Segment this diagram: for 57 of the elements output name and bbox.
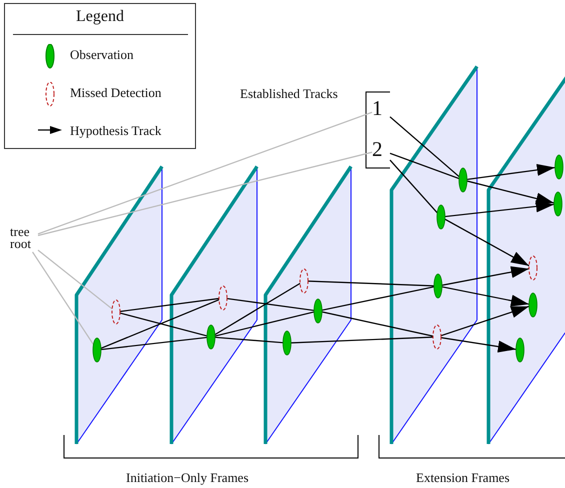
- arrow: [444, 218, 530, 266]
- arrow: [440, 337, 516, 353]
- observation-ellipse: [433, 273, 443, 299]
- observation-ellipse: [206, 324, 216, 350]
- observation-ellipse: [282, 330, 292, 356]
- legend-title: Legend: [75, 8, 125, 26]
- frame-panel: [75, 165, 163, 445]
- leader-line: [32, 252, 94, 345]
- frame-panel: [264, 165, 352, 445]
- frame-panel: [170, 165, 258, 445]
- track-number: 1: [372, 97, 390, 119]
- missed-detection-ellipse: [528, 255, 538, 281]
- observation-ellipse: [515, 337, 525, 363]
- track-line: [120, 298, 220, 312]
- arrow: [466, 164, 556, 180]
- track-line: [390, 152, 460, 180]
- missed-detection-ellipse: [432, 324, 442, 350]
- track-line: [214, 311, 314, 337]
- observation-ellipse: [436, 204, 446, 230]
- track-line: [226, 298, 314, 312]
- missed-detection-ellipse: [299, 268, 309, 294]
- observation-ellipse: [553, 191, 563, 217]
- section-label: Established Tracks: [240, 86, 338, 102]
- arrow: [440, 306, 530, 336]
- leader-line: [38, 152, 372, 236]
- observation-ellipse: [554, 154, 564, 180]
- legend-text: Missed Detection: [70, 85, 162, 101]
- arrow: [442, 266, 530, 286]
- track-number: 2: [372, 138, 390, 160]
- track-line: [390, 160, 438, 214]
- arrow: [444, 200, 554, 218]
- arrow: [442, 286, 530, 307]
- track-line: [290, 336, 434, 344]
- arrow: [466, 180, 554, 204]
- track-line: [100, 299, 220, 349]
- leader-line: [38, 112, 372, 234]
- observation-ellipse: [528, 292, 538, 318]
- track-line: [390, 116, 460, 178]
- track-line: [308, 280, 434, 286]
- observation-ellipse: [458, 167, 468, 193]
- missed-detection-ellipse: [218, 285, 228, 311]
- observation-ellipse: [92, 337, 102, 363]
- track-line: [214, 282, 300, 336]
- track-line: [100, 336, 208, 350]
- leader-line: [38, 250, 112, 310]
- track-line: [322, 286, 434, 311]
- legend-text: Hypothesis Track: [70, 123, 162, 139]
- section-label: Extension Frames: [416, 470, 510, 486]
- track-line: [120, 312, 208, 337]
- track-line: [322, 311, 434, 337]
- observation-ellipse: [313, 298, 323, 324]
- frame-panel: [390, 65, 478, 445]
- tree-root-label: tree root: [10, 226, 38, 250]
- track-line: [214, 336, 284, 344]
- legend-text: Observation: [70, 47, 134, 63]
- missed-detection-ellipse: [111, 299, 121, 325]
- section-label: Initiation−Only Frames: [126, 470, 249, 486]
